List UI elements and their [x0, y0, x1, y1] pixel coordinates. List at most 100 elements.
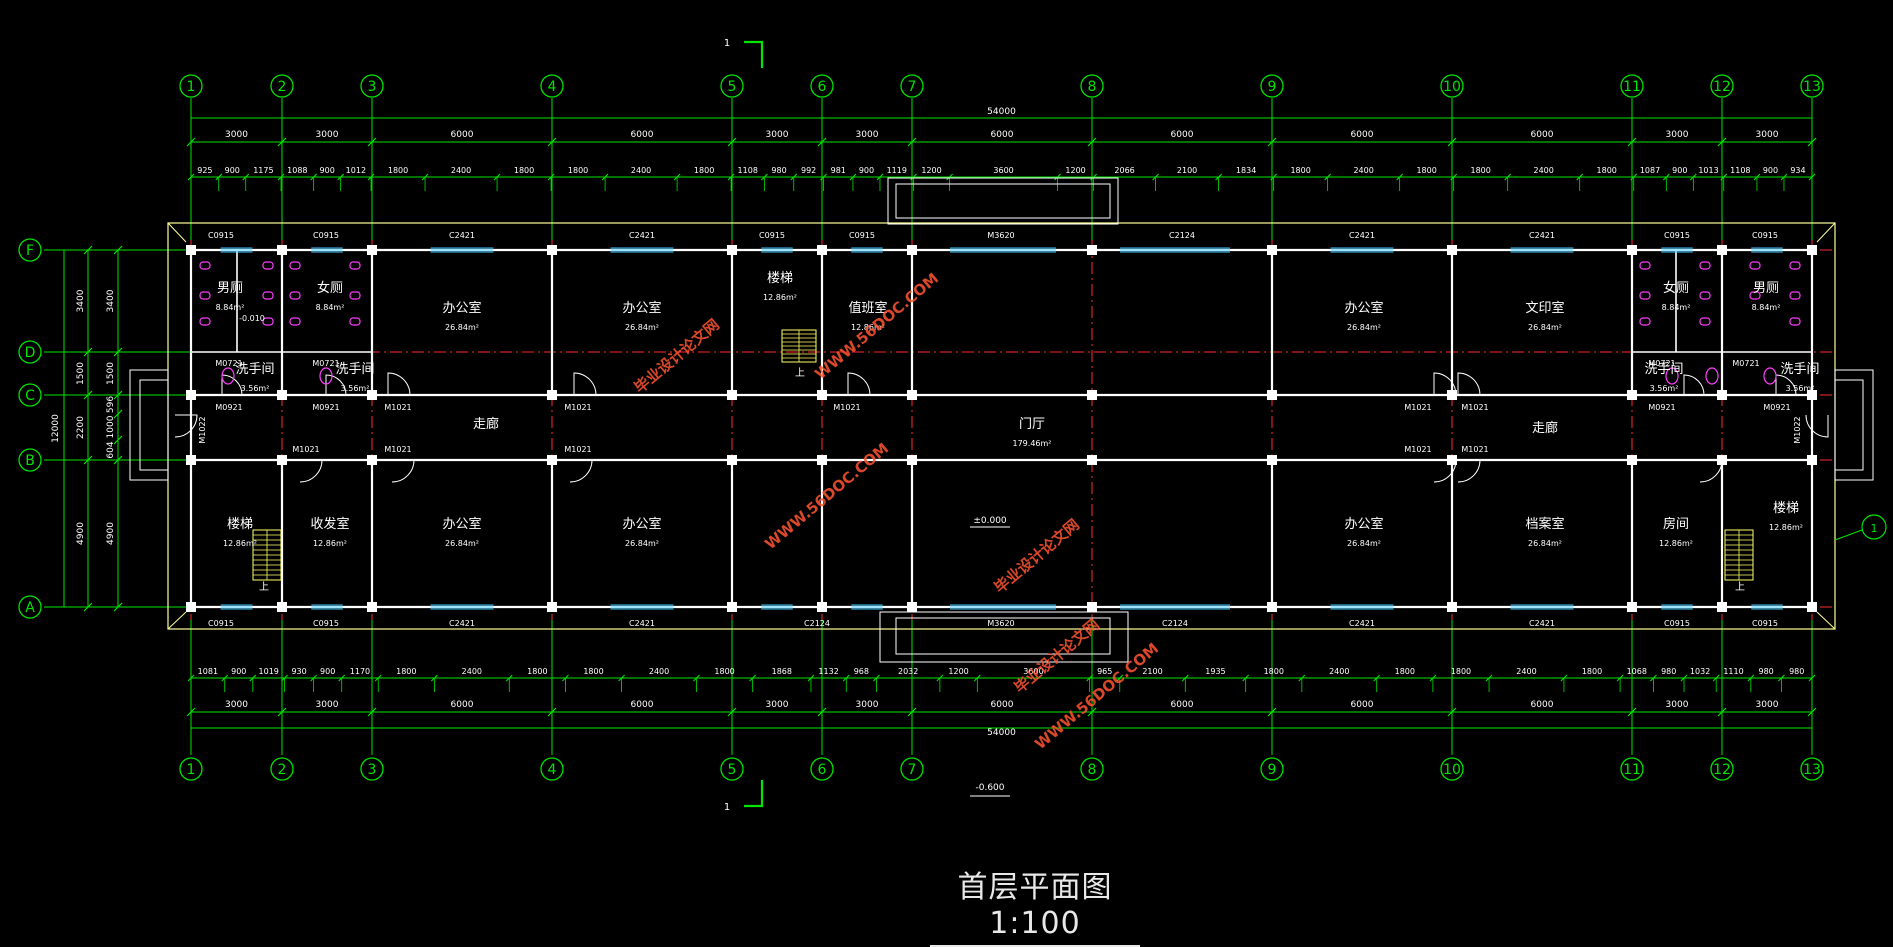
- column: [277, 455, 287, 465]
- axis-bubble-label: 7: [908, 762, 917, 778]
- axis-bubble-label: 5: [728, 762, 737, 778]
- watermark-text: WWW.56DOC.COM: [811, 269, 942, 383]
- axis-bubble: [720, 757, 744, 781]
- dim-left-outer-tick: [83, 390, 93, 400]
- dim-bottom-detail-text: 1935: [1205, 667, 1225, 676]
- dim-left-inner-tick: [113, 602, 123, 612]
- axis-bubble-label: 9: [1268, 762, 1277, 778]
- door-label: M0721: [1732, 359, 1759, 368]
- axis-bubble-label: 13: [1803, 79, 1821, 95]
- window-label: M3620: [987, 619, 1014, 628]
- dim-top-span-tick: [1627, 137, 1637, 147]
- axis-bubble: [810, 757, 834, 781]
- axis-bubble-label: 6: [818, 762, 827, 778]
- dim-bottom-detail-text: 1868: [772, 667, 792, 676]
- axis-bubble-label: D: [25, 345, 36, 361]
- column: [1627, 245, 1637, 255]
- dim-left-inner-text: 1000: [106, 415, 116, 438]
- dim-top-span-text: 6000: [1531, 130, 1554, 140]
- dim-left-outer-tick: [83, 347, 93, 357]
- door-label: M0921: [215, 403, 242, 412]
- column: [367, 602, 377, 612]
- entrance-step: [895, 617, 1111, 655]
- axis-bubble-label: 4: [548, 762, 557, 778]
- axis-bubble: [1710, 757, 1734, 781]
- axis-bubble-label: 4: [548, 79, 557, 95]
- axis-bubble: [900, 74, 924, 98]
- building-outline: [167, 222, 1836, 630]
- axis-bubble-label: A: [25, 600, 35, 616]
- door-label: M1021: [564, 445, 591, 454]
- dim-bottom-detail-text: 1019: [259, 667, 279, 676]
- side-step: [1834, 369, 1874, 481]
- room-name: 洗手间: [235, 362, 274, 377]
- door-swing: [1433, 459, 1457, 483]
- axis-bubble: [270, 757, 294, 781]
- window-label: C0915: [1752, 619, 1778, 628]
- room-name: 走廊: [473, 416, 499, 432]
- room-name: 办公室: [1344, 516, 1383, 532]
- dim-top-span-text: 6000: [451, 130, 474, 140]
- axis-bubble-label: F: [26, 243, 34, 259]
- toilet-fixture: [1789, 261, 1801, 270]
- room-area: 26.84m²: [445, 539, 479, 548]
- window-label: C0915: [313, 619, 339, 628]
- dim-top-span-text: 3000: [1756, 130, 1779, 140]
- room-area: 26.84m²: [1528, 323, 1562, 332]
- door-label: M1021: [1404, 403, 1431, 412]
- window-label: C0915: [1664, 231, 1690, 240]
- door-label: M1021: [292, 445, 319, 454]
- dim-bottom-span-tick: [1267, 707, 1277, 717]
- dim-top-detail-text: 2400: [451, 166, 471, 175]
- entrance-step: [879, 611, 1129, 663]
- dim-bottom-detail-text: 1800: [583, 667, 603, 676]
- axis-bubble-label: C: [25, 388, 35, 404]
- room-area: 3.56m²: [1650, 384, 1679, 393]
- dim-top-span-tick: [277, 137, 287, 147]
- room-name: 洗手间: [1644, 362, 1683, 377]
- axis-bubble: [1440, 74, 1464, 98]
- door-swing: [221, 374, 243, 396]
- axis-bubble-label: 7: [908, 79, 917, 95]
- room-area: 12.86m²: [1659, 539, 1693, 548]
- column: [727, 245, 737, 255]
- window-label: C0915: [1752, 231, 1778, 240]
- room-name: 办公室: [1344, 300, 1383, 316]
- door-swing: [387, 372, 411, 396]
- dim-top-span-tick: [1087, 137, 1097, 147]
- column: [907, 455, 917, 465]
- column: [367, 455, 377, 465]
- axis-bubble: [179, 74, 203, 98]
- axis-bubble: [1620, 74, 1644, 98]
- eave-line: [167, 222, 187, 243]
- column: [186, 455, 196, 465]
- door-label: M0921: [1763, 403, 1790, 412]
- window-label: C2124: [1169, 231, 1195, 240]
- door-swing: [1683, 374, 1705, 396]
- dim-left-inner-text: 604: [106, 441, 116, 458]
- room-name: 洗手间: [1780, 362, 1819, 377]
- dim-top-detail-text: 900: [320, 166, 335, 175]
- toilet-fixture: [1699, 261, 1711, 270]
- dim-left-outer-tick: [83, 245, 93, 255]
- dim-bottom-span-tick: [547, 707, 557, 717]
- door-label: M1021: [1404, 445, 1431, 454]
- room-name: 楼梯: [227, 517, 253, 532]
- dim-bottom-detail-text: 1800: [1395, 667, 1415, 676]
- dim-top-detail-text: 1108: [738, 166, 758, 175]
- door-swing: [1457, 372, 1481, 396]
- column: [277, 602, 287, 612]
- column: [907, 602, 917, 612]
- toilet-fixture: [289, 317, 301, 326]
- dim-top-span-text: 6000: [991, 130, 1014, 140]
- door-label: M1021: [833, 403, 860, 412]
- dim-bottom-span-tick: [817, 707, 827, 717]
- column: [1087, 390, 1097, 400]
- axis-bubble-label: 5: [728, 79, 737, 95]
- axis-bubble: [900, 757, 924, 781]
- toilet-fixture: [289, 291, 301, 300]
- toilet-fixture: [289, 261, 301, 270]
- dim-bottom-detail-text: 1800: [1264, 667, 1284, 676]
- dim-top-detail-text: 1119: [887, 166, 907, 175]
- room-name: 走廊: [1532, 420, 1558, 436]
